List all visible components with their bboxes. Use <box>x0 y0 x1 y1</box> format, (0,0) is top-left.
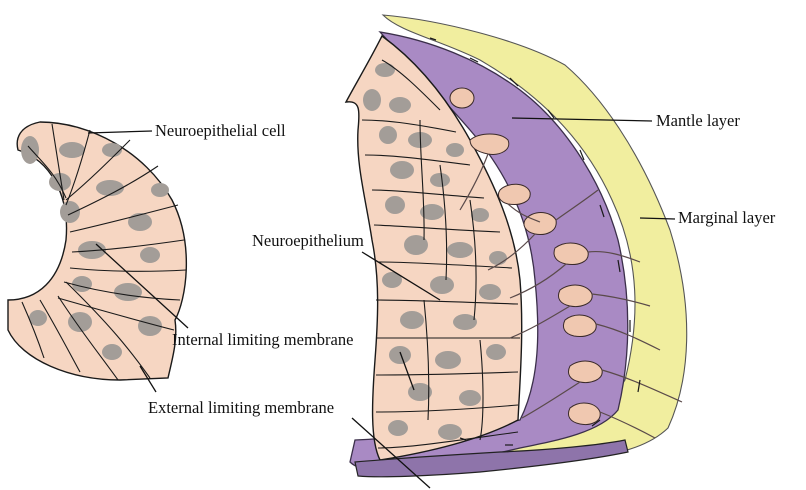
nucleus <box>388 420 408 436</box>
neuroblast <box>568 361 602 382</box>
nucleus <box>379 126 397 144</box>
nucleus <box>390 161 414 179</box>
nucleus <box>102 143 122 157</box>
label-internal-limiting-membrane: Internal limiting membrane <box>172 330 353 349</box>
nucleus <box>486 344 506 360</box>
nucleus <box>72 276 92 292</box>
nucleus <box>446 143 464 157</box>
nucleus <box>363 89 381 111</box>
mature-neural-wall <box>346 15 687 477</box>
label-external-limiting-membrane: External limiting membrane <box>148 398 334 417</box>
nucleus <box>435 351 461 369</box>
early-neural-wall <box>8 122 186 380</box>
nucleus <box>489 251 507 265</box>
neuroblast <box>524 213 556 235</box>
label-marginal-layer: Marginal layer <box>678 208 776 227</box>
nucleus <box>102 344 122 360</box>
nucleus <box>400 311 424 329</box>
nucleus <box>59 142 85 158</box>
nucleus <box>459 390 481 406</box>
nucleus <box>447 242 473 258</box>
nucleus <box>430 276 454 294</box>
nucleus <box>389 346 411 364</box>
nucleus <box>438 424 462 440</box>
neuroblast <box>554 243 588 264</box>
nucleus <box>114 283 142 301</box>
leader-neuroepithelial-cell <box>88 131 152 133</box>
nucleus <box>389 97 411 113</box>
nucleus <box>140 247 160 263</box>
nucleus <box>375 63 395 77</box>
label-neuroepithelium: Neuroepithelium <box>252 231 364 250</box>
nucleus <box>21 136 39 164</box>
label-neuroepithelial-cell: Neuroepithelial cell <box>155 121 286 140</box>
neuroblast <box>558 285 592 306</box>
neuroblast <box>498 184 530 204</box>
nucleus <box>385 196 405 214</box>
nucleus <box>453 314 477 330</box>
neuroblast <box>450 88 474 108</box>
nucleus <box>60 201 80 223</box>
neuroblast <box>568 403 600 424</box>
nucleus <box>151 183 169 197</box>
nucleus <box>430 173 450 187</box>
label-mantle-layer: Mantle layer <box>656 111 740 130</box>
nucleus <box>471 208 489 222</box>
nucleus <box>479 284 501 300</box>
nucleus <box>96 180 124 196</box>
nucleus <box>128 213 152 231</box>
neuroblast <box>563 315 596 336</box>
